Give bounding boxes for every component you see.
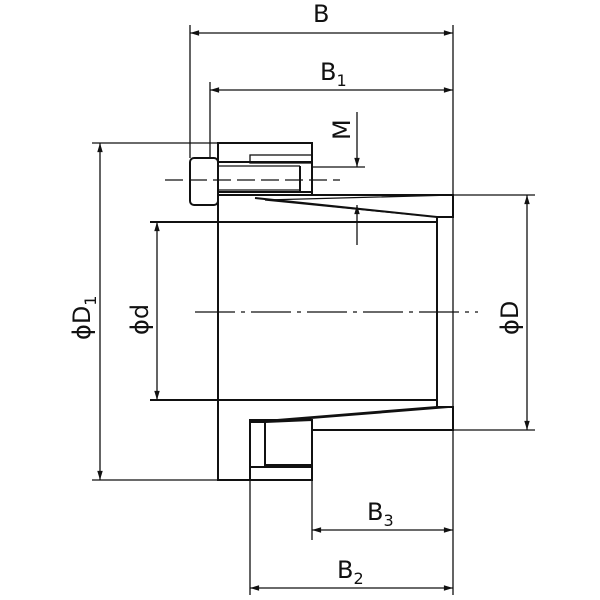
label-D: ϕD	[496, 301, 524, 335]
label-d: ϕd	[126, 304, 154, 335]
upper-section	[165, 142, 454, 223]
collar-lower-strip	[249, 466, 313, 481]
sleeve-upper	[217, 194, 454, 223]
lower-section	[217, 399, 454, 481]
dimensions	[97, 30, 530, 591]
screw-head	[189, 157, 219, 206]
label-M: M	[328, 119, 356, 140]
inner-ring-upper	[264, 194, 454, 218]
label-B1: B1	[320, 58, 347, 90]
label-B: B	[313, 0, 329, 28]
label-B3: B3	[367, 498, 394, 530]
label-B2: B2	[337, 556, 364, 588]
label-D1: ϕD1	[68, 296, 100, 341]
extension-lines	[92, 25, 535, 595]
collar-upper	[217, 142, 313, 196]
